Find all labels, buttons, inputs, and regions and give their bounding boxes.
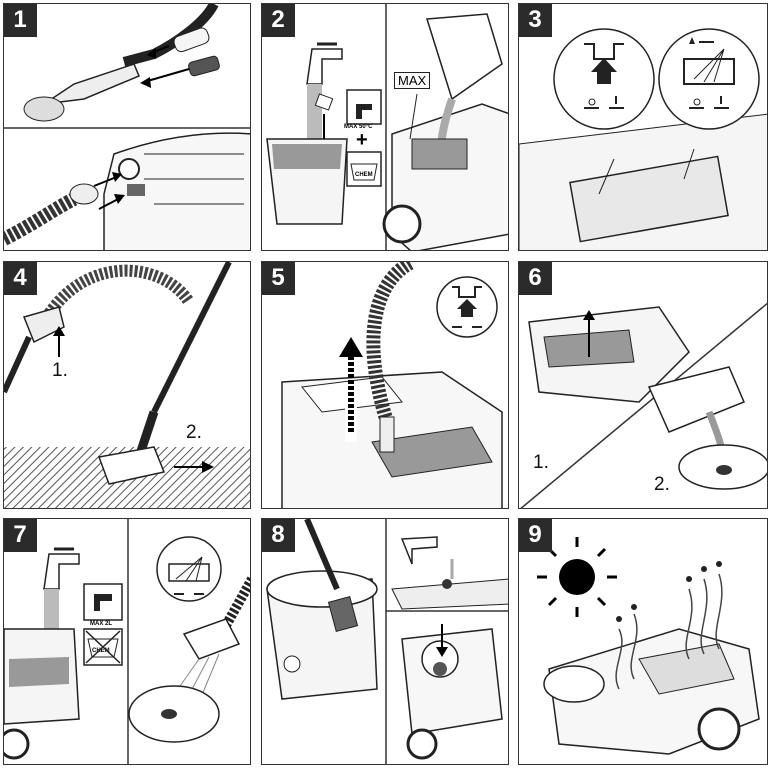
- step-number: 9: [519, 519, 552, 552]
- step-number: 8: [262, 519, 295, 552]
- chem-label: CHEM: [92, 648, 110, 654]
- step-number: 5: [262, 262, 295, 295]
- fill-tank-illustration: MAX 50°C + CHEM: [266, 4, 508, 250]
- step-3-panel: 3: [518, 3, 768, 251]
- sub-step-2: 2.: [654, 474, 670, 495]
- drain-dirt-illustration: [281, 262, 503, 508]
- step-number: 2: [262, 4, 295, 37]
- step-number: 7: [4, 519, 37, 552]
- temp-label: MAX 50°C: [344, 124, 373, 130]
- sub-step-1: 1.: [52, 360, 68, 381]
- step-4-panel: 4 1. 2.: [3, 261, 251, 509]
- sun-icon: [537, 537, 617, 617]
- step-7-panel: 7 MAX 2L CHEM: [3, 518, 251, 765]
- step-5-panel: 5: [261, 261, 509, 509]
- step-9-panel: 9: [518, 518, 768, 765]
- step-6-panel: 6 1. 2.: [518, 261, 768, 509]
- mode-switch-illustration: [519, 28, 767, 250]
- step-number: 6: [519, 262, 552, 295]
- rinse-illustration: MAX 2L CHEM: [4, 519, 250, 764]
- hose-connection-illustration: [4, 4, 250, 250]
- clean-filter-illustration: [266, 519, 508, 764]
- chem-label: CHEM: [355, 172, 373, 178]
- step-2-panel: 2 MAX 50°C + CHEM: [261, 3, 509, 251]
- volume-label: MAX 2L: [90, 621, 112, 627]
- svg-text:+: +: [356, 129, 368, 151]
- empty-tank-illustration: [520, 302, 767, 508]
- sub-step-1: 1.: [533, 452, 549, 473]
- step-number: 4: [4, 262, 37, 295]
- step-number: 3: [519, 4, 552, 37]
- dry-illustration: [537, 537, 760, 755]
- max-fill-label: MAX: [394, 72, 431, 89]
- sub-step-2: 2.: [186, 422, 202, 443]
- step-8-panel: 8: [261, 518, 509, 765]
- floor-nozzle-illustration: [4, 262, 250, 508]
- step-1-panel: 1: [3, 3, 251, 251]
- step-number: 1: [4, 4, 37, 37]
